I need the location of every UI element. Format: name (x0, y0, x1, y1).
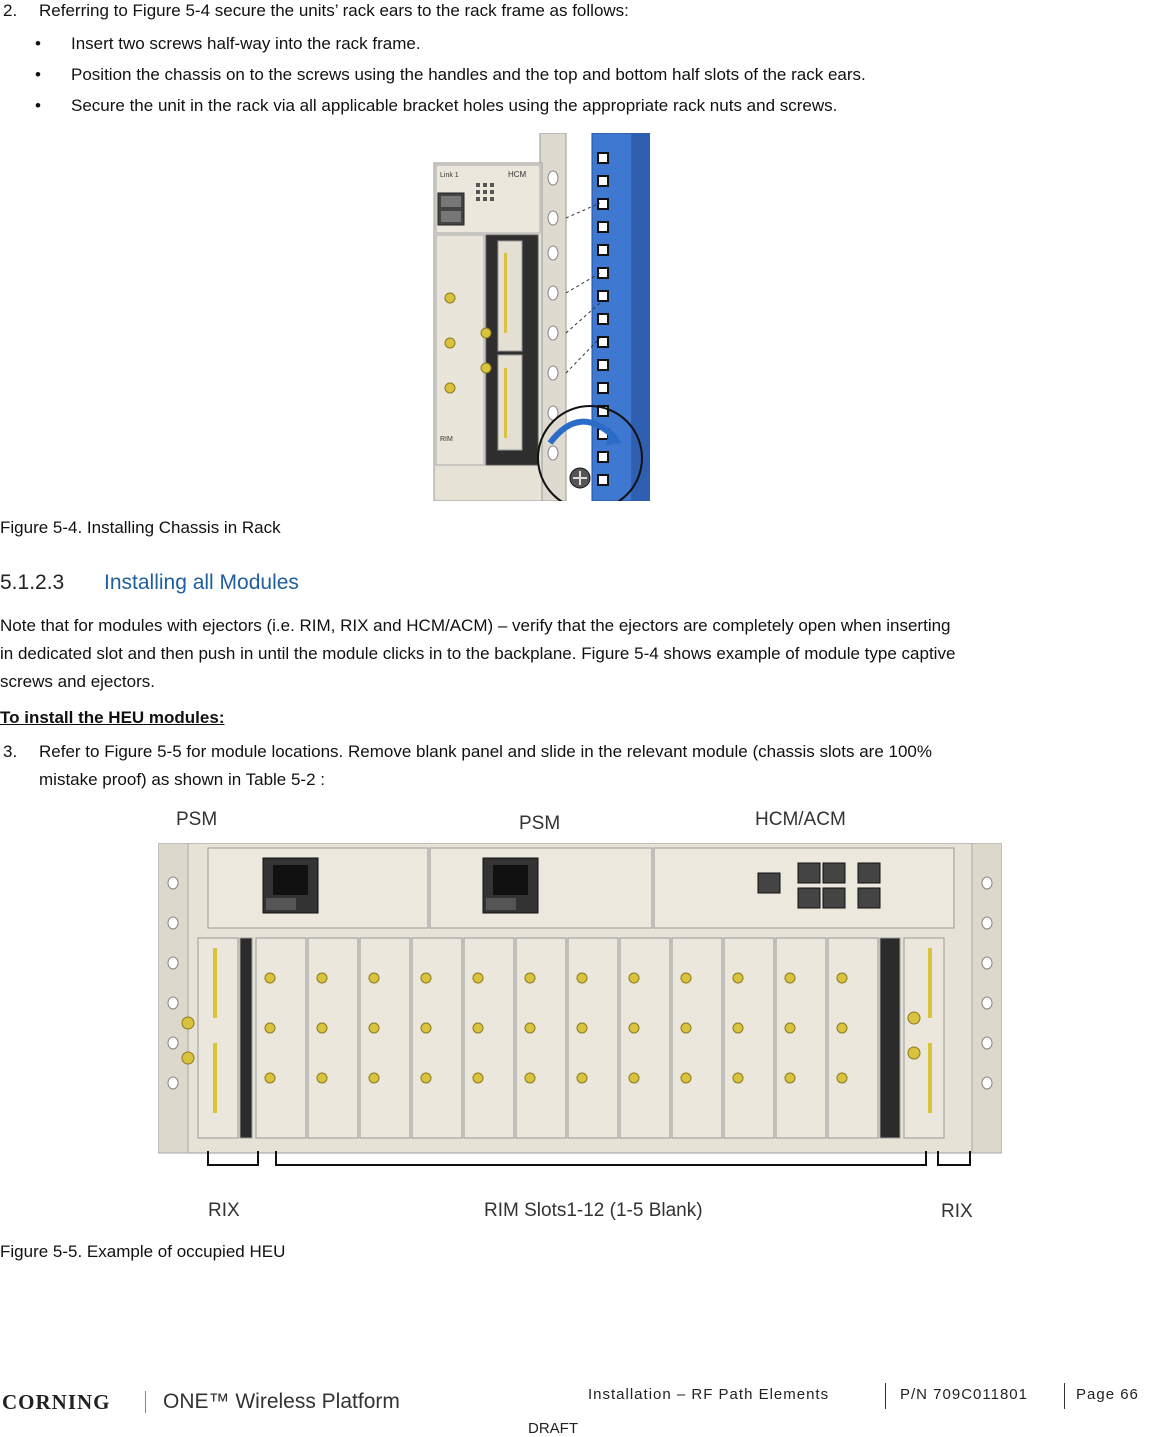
psm-label-center: PSM (519, 813, 561, 834)
bullet-icon: • (35, 96, 41, 115)
ethernet-port-icon (757, 872, 781, 894)
note-line-3: screws and ejectors. (0, 672, 155, 691)
footer-part-number: P/N 709C011801 (900, 1386, 1028, 1403)
footer-section: Installation – RF Path Elements (588, 1386, 830, 1403)
figure-5-5-caption: Figure 5-5. Example of occupied HEU (0, 1242, 286, 1261)
rotate-arrow-icon (547, 418, 618, 445)
figure-5-4-caption: Figure 5-4. Installing Chassis in Rack (0, 518, 281, 537)
bullet-item: Position the chassis on to the screws us… (71, 65, 866, 84)
rix-label-left: RIX (208, 1200, 240, 1221)
footer-divider (885, 1383, 886, 1409)
footer-page-number: Page 66 (1076, 1386, 1139, 1403)
bullet-item: Secure the unit in the rack via all appl… (71, 96, 838, 115)
rix-left-bracket (207, 1151, 259, 1166)
section-title: Installing all Modules (104, 571, 299, 594)
zoom-circle (537, 405, 643, 501)
hcm-label: HCM (508, 170, 527, 179)
psm-module-2 (429, 847, 653, 929)
step-3-number: 3. (3, 742, 18, 761)
rim-slots-bracket (275, 1151, 927, 1166)
product-logo: ONE™ Wireless Platform (163, 1390, 400, 1413)
figure-occupied-heu (158, 843, 1002, 1166)
hcm-acm-label: HCM/ACM (755, 809, 846, 830)
section-number: 5.1.2.3 (0, 571, 65, 594)
corning-logo: CORNING (2, 1390, 111, 1414)
step-3-line-2: mistake proof) as shown in Table 5-2 : (39, 770, 325, 789)
note-line-1: Note that for modules with ejectors (i.e… (0, 616, 951, 635)
draft-label: DRAFT (528, 1420, 578, 1437)
link-label: Link 1 (440, 172, 459, 179)
rim-label: RIM (440, 436, 453, 443)
rim-slots-label: RIM Slots1-12 (1-5 Blank) (484, 1200, 703, 1221)
step-2-number: 2. (3, 1, 18, 20)
subheading-install-heu: To install the HEU modules: (0, 708, 225, 727)
rix-right-bracket (937, 1151, 971, 1166)
rix-label-right: RIX (941, 1201, 973, 1222)
step-2-text: Referring to Figure 5-4 secure the units… (39, 1, 629, 20)
bullet-item: Insert two screws half-way into the rack… (71, 34, 421, 53)
footer-divider (1064, 1383, 1065, 1409)
figure-chassis-in-rack: Link 1 HCM RIM (433, 133, 650, 501)
logo-divider (145, 1391, 146, 1413)
note-line-2: in dedicated slot and then push in until… (0, 644, 956, 663)
bullet-icon: • (35, 65, 41, 84)
step-3-line-1: Refer to Figure 5-5 for module locations… (39, 742, 932, 761)
psm-label-left: PSM (176, 809, 218, 830)
bullet-icon: • (35, 34, 41, 53)
